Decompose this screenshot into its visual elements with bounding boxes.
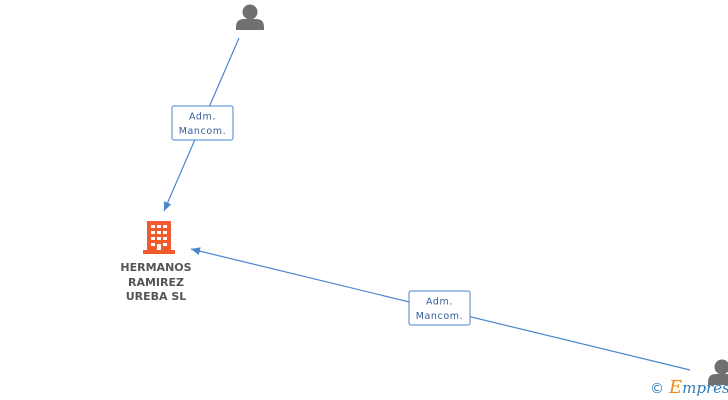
edge-label-bottom-box [408, 290, 471, 326]
company-name-line: RAMIREZ [128, 275, 184, 289]
edge-label-top-line2: Mancom. [179, 126, 227, 137]
building-icon[interactable] [143, 221, 175, 254]
edge-label-top[interactable]: Adm. Mancom. [171, 105, 234, 141]
company-name-line: UREBA SL [125, 290, 187, 303]
empresia-watermark: © Empresi [650, 379, 728, 398]
edge-label-top-box [171, 105, 234, 141]
edge-label-bottom-line1: Adm. [426, 297, 453, 308]
brand-initial: E [669, 377, 683, 398]
edge-label-bottom[interactable]: Adm. Mancom. [408, 290, 471, 326]
copyright-symbol: © [650, 381, 664, 397]
brand-name-rest: mpresi [682, 379, 728, 397]
person-icon[interactable] [708, 359, 728, 386]
person-icon[interactable] [236, 4, 264, 31]
company-name-line: HERMANOS [120, 261, 192, 274]
edge-label-top-line1: Adm. [189, 112, 216, 123]
edge-label-bottom-line2: Mancom. [416, 311, 464, 322]
company-name[interactable]: HERMANOS RAMIREZ UREBA SL [100, 261, 212, 305]
